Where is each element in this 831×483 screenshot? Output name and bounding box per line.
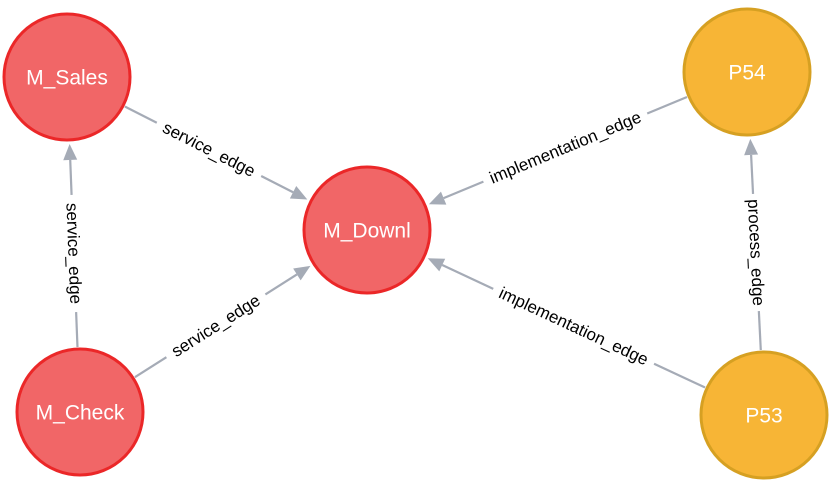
edge-label: service_edge bbox=[160, 118, 259, 181]
edge-check_to_downl[interactable]: service_edge bbox=[134, 265, 311, 379]
edge-line-segment bbox=[124, 105, 158, 124]
edge-p54_to_downl[interactable]: implementation_edge bbox=[428, 95, 688, 205]
edge-line-segment bbox=[134, 356, 168, 379]
edge-line-segment bbox=[757, 310, 762, 351]
node-circle bbox=[2, 12, 132, 142]
node-circle bbox=[699, 350, 829, 480]
node-circle bbox=[302, 165, 432, 295]
node-label: M_Check bbox=[36, 402, 125, 425]
edge-arrowhead bbox=[289, 186, 308, 200]
node-label: P54 bbox=[728, 62, 766, 85]
edge-line-segment bbox=[443, 180, 484, 200]
node-m_sales[interactable]: M_Sales bbox=[2, 12, 132, 142]
edge-sales_to_downl[interactable]: service_edge bbox=[124, 105, 308, 200]
edge-line-segment bbox=[264, 273, 298, 296]
edge-arrowhead bbox=[428, 191, 447, 205]
edge-line-segment bbox=[260, 175, 294, 194]
edge-label: implementation_edge bbox=[487, 108, 644, 188]
edge-check_to_sales[interactable]: service_edge bbox=[62, 143, 85, 348]
node-circle bbox=[15, 347, 145, 477]
edge-arrowhead bbox=[427, 258, 446, 272]
node-m_check[interactable]: M_Check bbox=[15, 347, 145, 477]
edge-line-segment bbox=[750, 154, 755, 195]
edge-line-segment bbox=[75, 312, 79, 348]
edge-line-segment bbox=[69, 159, 73, 195]
node-p53[interactable]: P53 bbox=[699, 350, 829, 480]
edge-arrowhead bbox=[744, 138, 759, 156]
edge-label: service_edge bbox=[168, 291, 264, 361]
edge-p53_to_p54[interactable]: process_edge bbox=[744, 138, 768, 351]
edge-label: service_edge bbox=[62, 203, 85, 305]
edge-line-segment bbox=[653, 362, 706, 389]
node-m_downl[interactable]: M_Downl bbox=[302, 165, 432, 295]
edge-line-segment bbox=[646, 95, 688, 115]
edge-label: implementation_edge bbox=[496, 283, 651, 369]
edge-p53_to_downl[interactable]: implementation_edge bbox=[427, 258, 706, 389]
node-circle bbox=[682, 7, 812, 137]
edge-line-segment bbox=[441, 264, 494, 290]
edge-label: process_edge bbox=[744, 199, 768, 307]
node-label: M_Sales bbox=[26, 67, 108, 90]
edge-arrowhead bbox=[63, 143, 78, 161]
node-p54[interactable]: P54 bbox=[682, 7, 812, 137]
edge-arrowhead bbox=[293, 265, 311, 281]
node-label: P53 bbox=[745, 405, 782, 428]
node-label: M_Downl bbox=[323, 220, 411, 243]
